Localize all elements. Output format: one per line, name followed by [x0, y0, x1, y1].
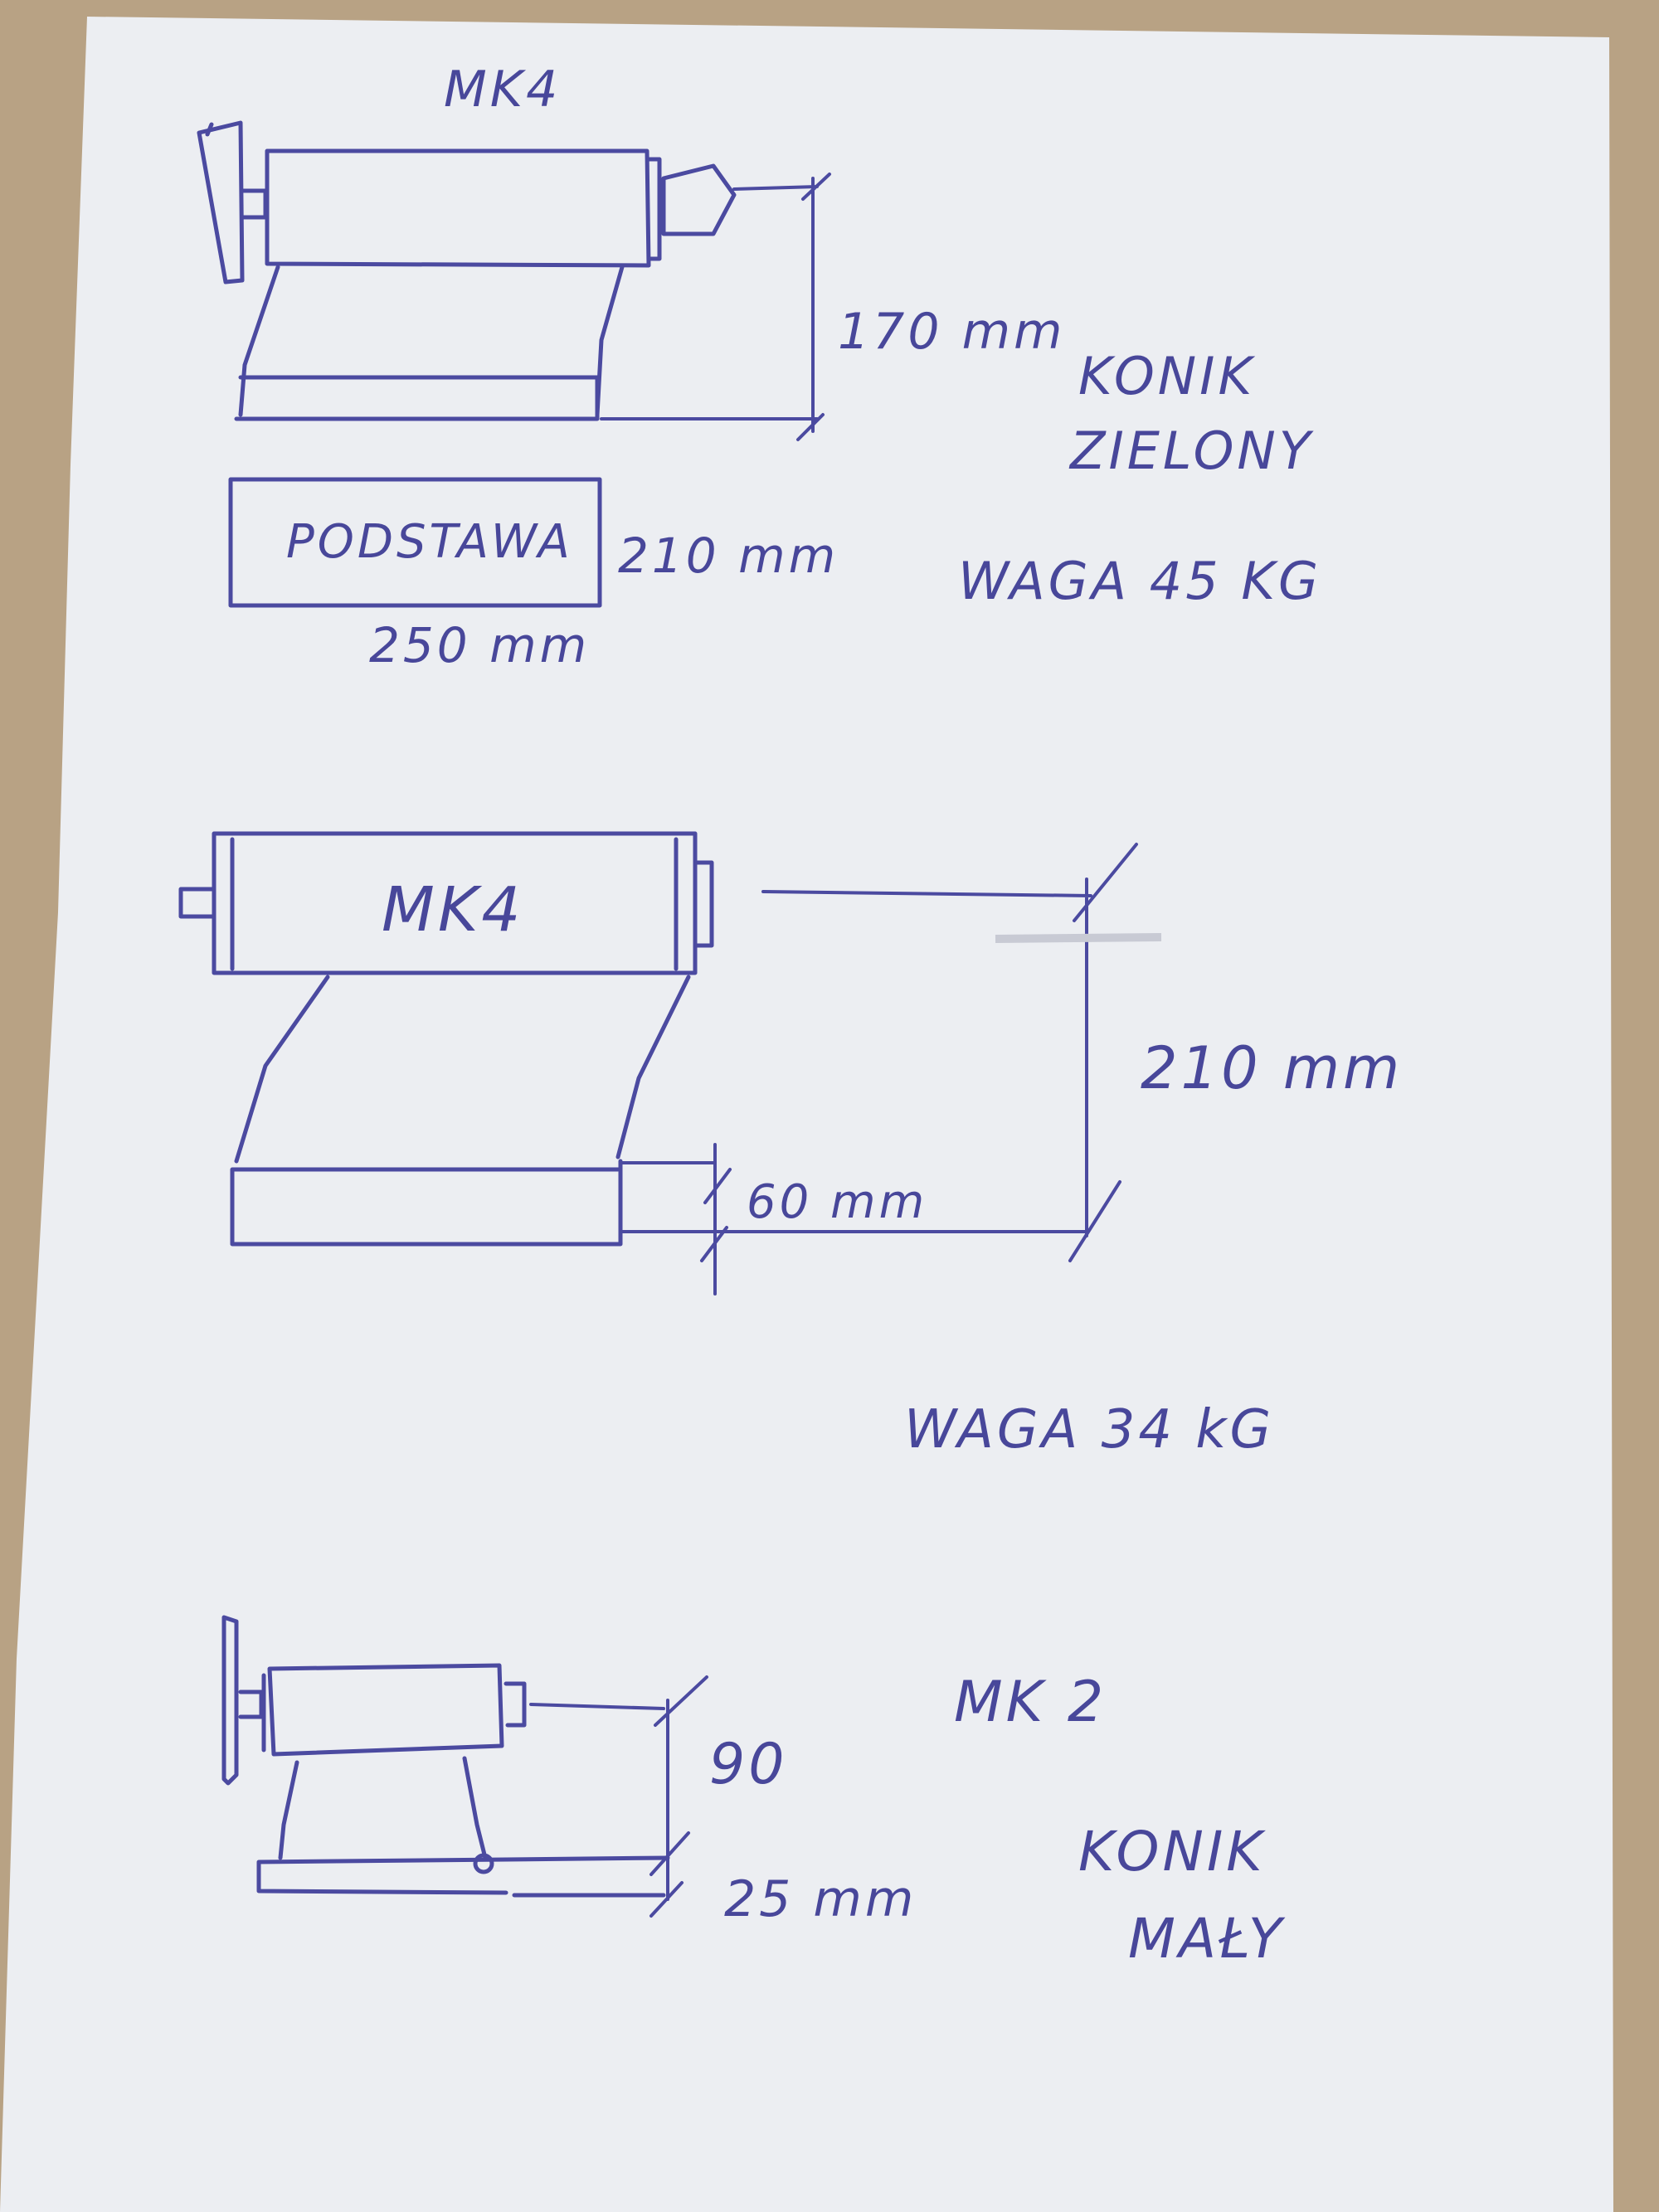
sketch-3-quill-stub: [238, 1689, 264, 1719]
sketch-3-height-dim: 90: [709, 1732, 788, 1797]
sketch-1-name-line2: ZIELONY: [1068, 421, 1314, 481]
sketch-3-barrel: [261, 1663, 504, 1757]
sketch-2-weight: WAGA 34 kG: [904, 1399, 1274, 1461]
sketch-1-height-dim: 170 mm: [838, 303, 1066, 361]
sketch-2-mk4: MK4 210 mm 60 mm WAGA 34 kG: [178, 831, 1403, 1461]
sketch-1-barrel: [265, 148, 651, 268]
sketch-1-base: [234, 375, 600, 421]
sketch-2-dim-lines: [620, 843, 1138, 1296]
sketch-2-barrel: [212, 831, 698, 975]
sketch-2-body: [234, 975, 691, 1164]
sketch-3-base-dim: 25 mm: [724, 1870, 917, 1928]
sketch-3-body: [278, 1756, 488, 1860]
sketch-2-barrel-inner: [230, 837, 679, 971]
sketch-1-base-width-dim: 250 mm: [369, 617, 590, 673]
paper-sheet: [0, 17, 1613, 2212]
sketch-1-handwheel: [197, 120, 245, 284]
sketch-2-quill-stub: [178, 887, 216, 919]
sketch-2-base: [230, 1159, 623, 1247]
sketch-2-base-dim: 60 mm: [747, 1175, 927, 1229]
sketch-3-dim-lines: [529, 1675, 708, 1918]
sketch-1-title: MK4: [444, 61, 561, 119]
sketch-3-barrel-end: [504, 1681, 527, 1728]
sketch-3-handwheel: [221, 1615, 239, 1786]
sketch-1-konik-zielony: MK4 170 mm KONIK ZIELONY PODSTAWA 210 mm…: [197, 61, 1321, 673]
sketch-3-name-line1: KONIK: [1078, 1820, 1266, 1884]
sketch-1-name-line1: KONIK: [1078, 346, 1255, 406]
sketch-1-center-point: [661, 163, 737, 236]
sketch-3-konik-maly: 90 25 mm MK 2 KONIK MAŁY: [221, 1615, 1286, 1971]
sketch-2-barrel-end: [694, 860, 714, 948]
sketch-2-title: MK4: [382, 874, 523, 946]
sketch-1-base-height-dim: 210 mm: [618, 527, 839, 584]
sketch-2-height-dim: 210 mm: [1141, 1034, 1403, 1102]
sketch-2-erased-mark: [995, 933, 1162, 943]
sketch-1-base-plate: [228, 477, 602, 608]
sketch-1-base-label: PODSTAWA: [286, 515, 573, 569]
sketch-1-barrel-end: [646, 157, 662, 261]
sketch-1-dim-line: [600, 173, 831, 441]
sketch-3-title: MK 2: [954, 1670, 1107, 1735]
sketch-1-weight: WAGA 45 KG: [958, 551, 1321, 611]
sketch-3-base-pin: [473, 1853, 494, 1874]
sketch-3-name-line2: MAŁY: [1128, 1907, 1286, 1971]
sketch-3-base: [256, 1855, 670, 1898]
